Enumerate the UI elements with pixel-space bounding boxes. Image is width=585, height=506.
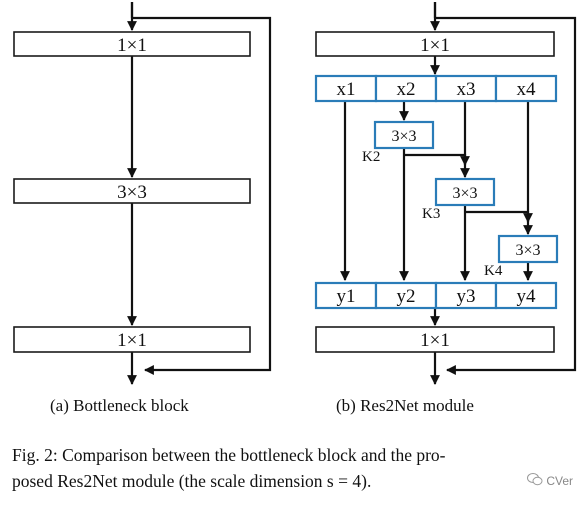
y3-label: y3 [457,286,476,307]
x1-label: x1 [337,79,356,100]
watermark-text: CVer [546,474,573,488]
k2-conv-label: 3×3 [391,128,416,145]
k2-to-k3-arrow [404,153,470,166]
left-conv1x1-bottom-box [13,326,251,353]
k2-conv-box [373,120,435,150]
figure-caption-line1: Fig. 2: Comparison between the bottlenec… [12,445,446,465]
x3-label: x3 [457,79,476,100]
bottleneck-caption: (a) Bottleneck block [50,396,189,415]
k3-label: K3 [422,206,440,222]
wechat-icon [527,473,543,489]
k2-label: K2 [362,149,380,165]
y3-cell [434,281,498,310]
left-conv1x1-top-label: 1×1 [117,35,147,56]
left-conv3x3-box [13,178,251,204]
figure-caption-line2: posed Res2Net module (the scale dimensio… [12,471,372,491]
k3-conv-box [434,177,496,207]
x-split-row: x1 x2 x3 x4 [314,74,558,103]
y1-label: y1 [337,286,356,307]
x3-cell [434,74,498,103]
bottleneck-block: 1×1 3×3 1×1 [13,2,272,385]
x2-cell [374,74,438,103]
k4-conv-box [497,234,559,264]
y4-label: y4 [517,286,537,307]
x2-label: x2 [397,79,416,100]
k3-to-k4-arrow [465,210,533,223]
x4-cell [494,74,558,103]
right-conv1x1-top-box [315,31,555,57]
comparison-diagram: 1×1 3×3 1×1 1×1 x1 x2 [13,2,577,385]
y-merge-row: y1 y2 y3 y4 [314,281,558,310]
left-conv1x1-top-box [13,31,251,57]
right-conv1x1-bottom-box [315,326,555,353]
watermark: CVer [527,473,573,489]
y4-cell [494,281,558,310]
figure-caption: Fig. 2: Comparison between the bottlenec… [12,442,572,494]
left-conv1x1-bottom-label: 1×1 [117,330,147,351]
k4-conv-label: 3×3 [515,242,540,259]
x1-cell [314,74,378,103]
right-conv1x1-bottom-label: 1×1 [420,330,450,351]
right-conv1x1-top-label: 1×1 [420,35,450,56]
res2net-caption: (b) Res2Net module [336,396,474,415]
k4-label: K4 [484,263,503,279]
res2net-module: 1×1 x1 x2 x3 x4 3×3 K2 3×3 K3 3×3 K4 y1 [314,2,577,385]
left-conv3x3-label: 3×3 [117,182,147,203]
y2-label: y2 [397,286,416,307]
k3-conv-label: 3×3 [452,185,477,202]
x4-label: x4 [517,79,537,100]
